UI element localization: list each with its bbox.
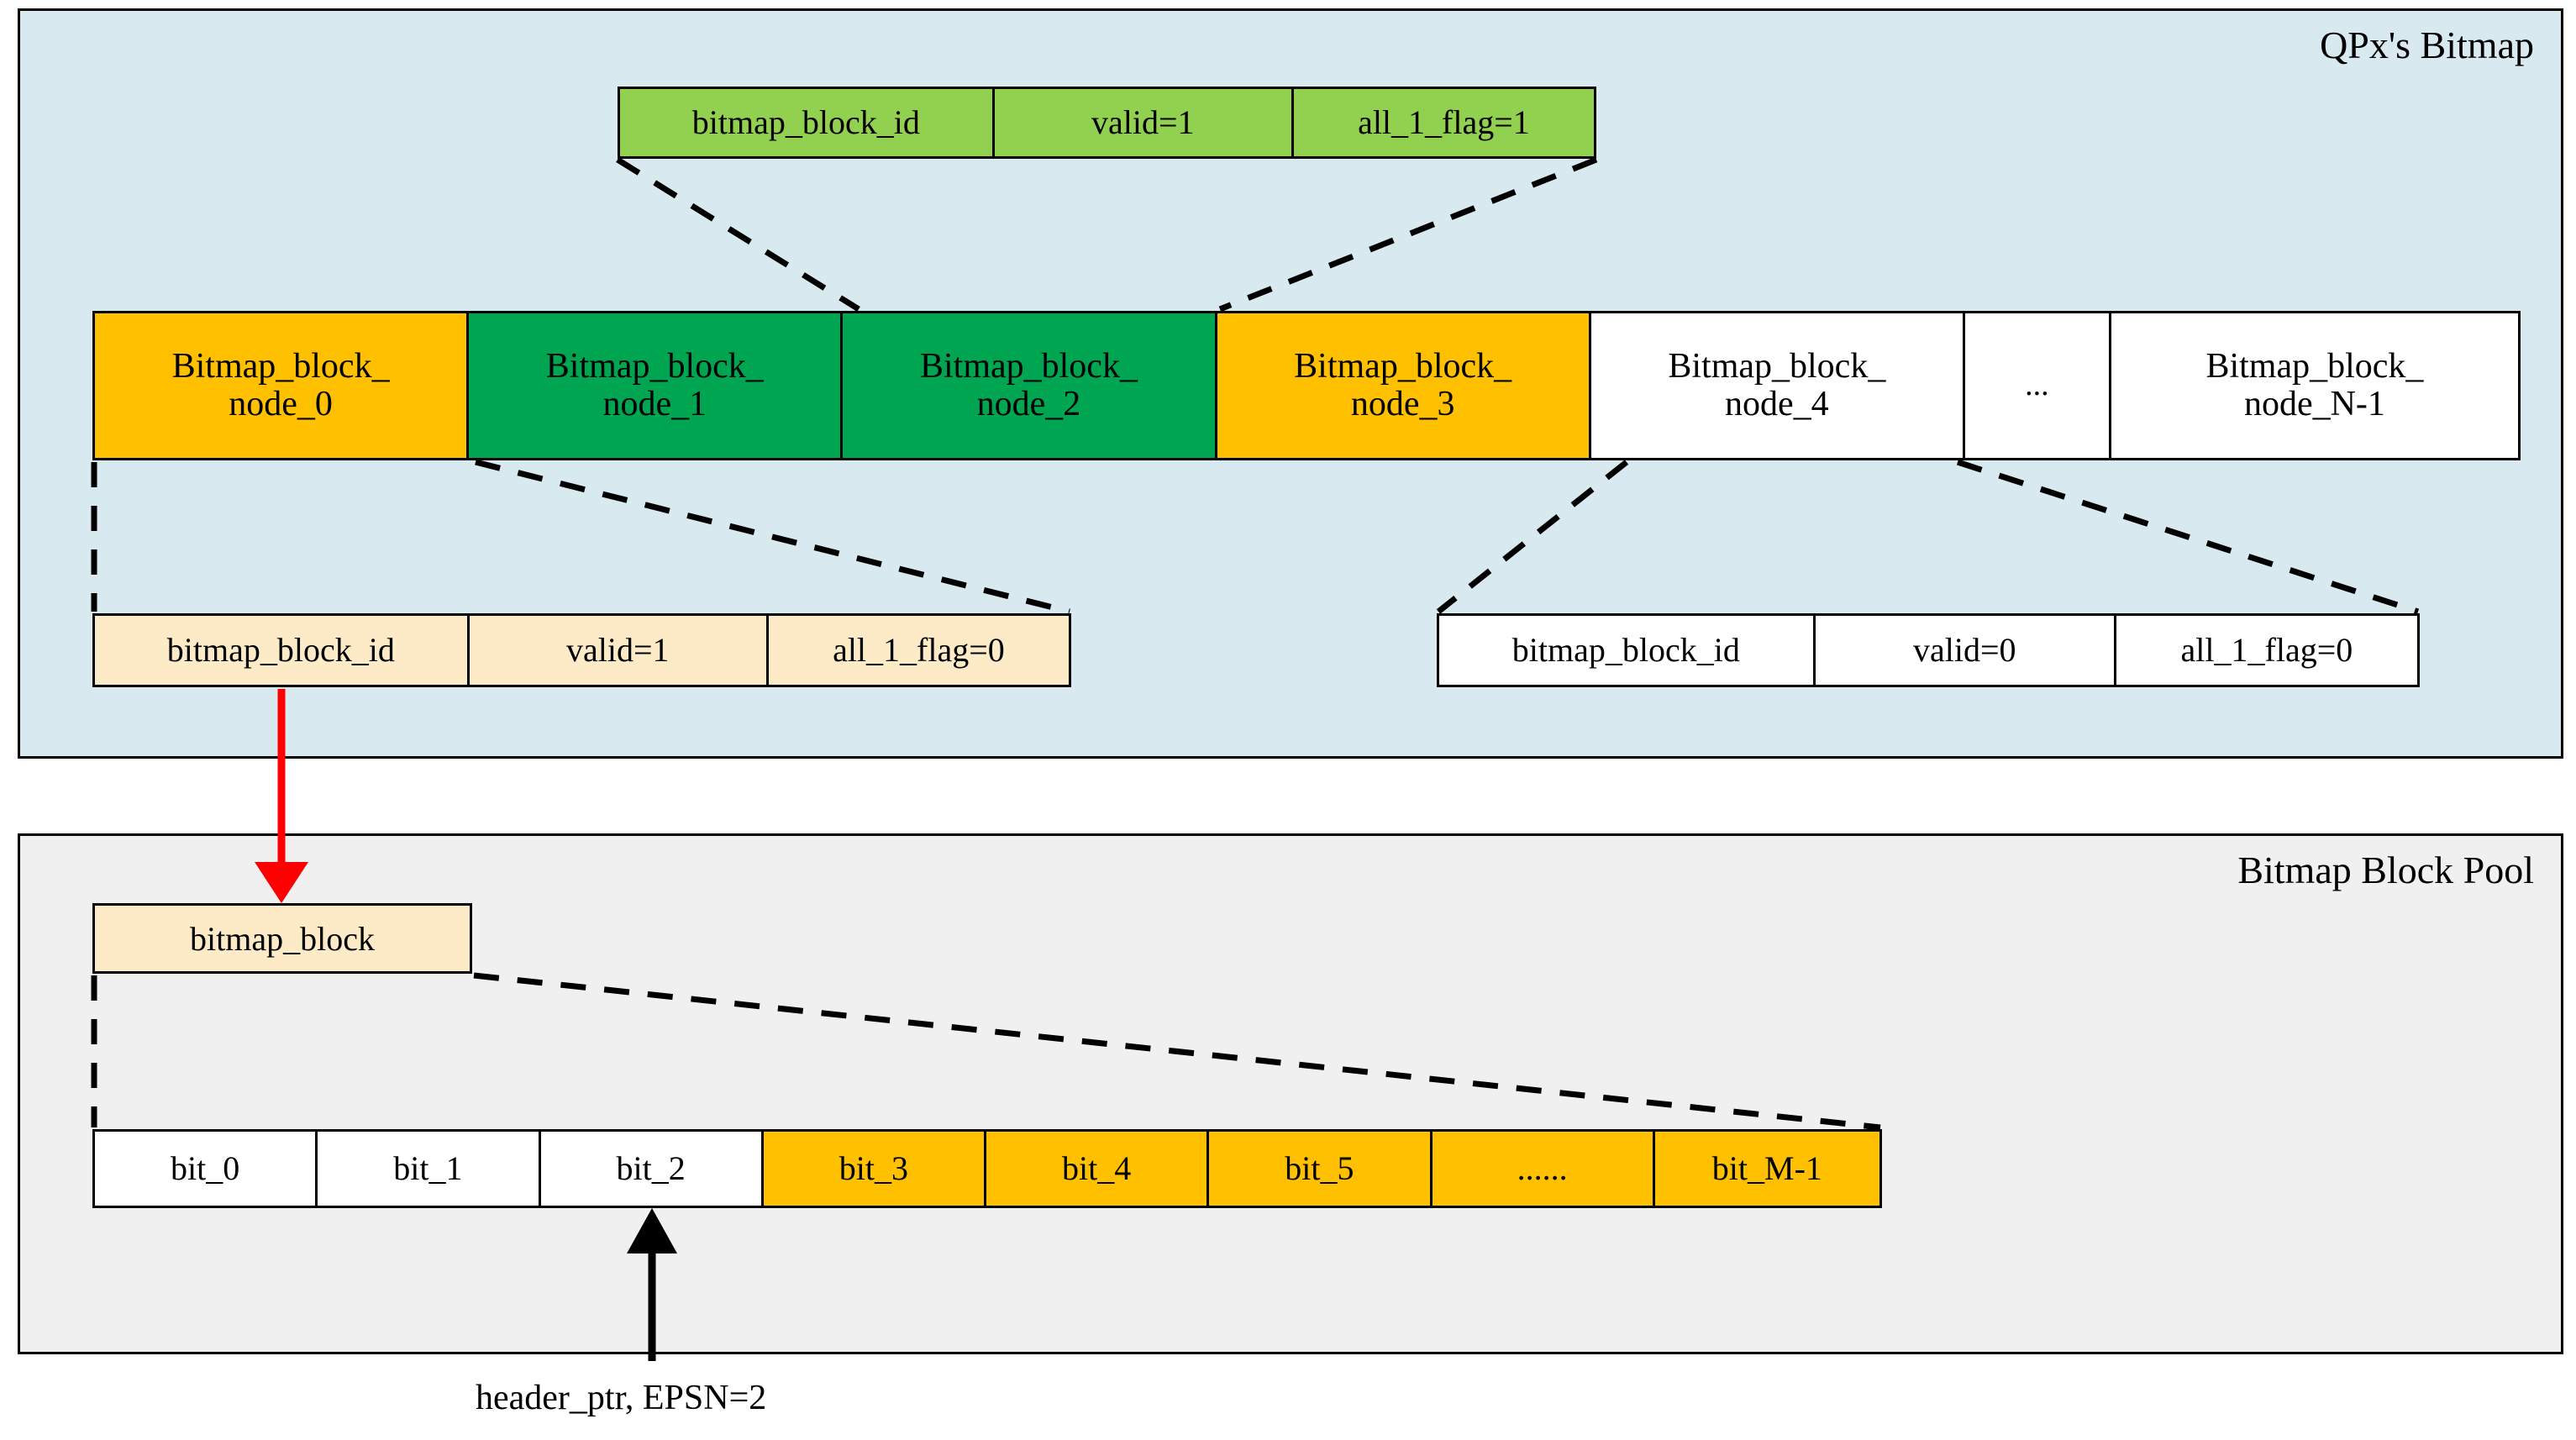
panel-title-qpx-bitmap: QPx's Bitmap (2320, 24, 2534, 66)
record-green-header: bitmap_block_id valid=1 all_1_flag=1 (618, 87, 1596, 159)
record-field-bitmap-block-id: bitmap_block_id (1439, 616, 1816, 685)
bit-cell-5: bit_5 (1209, 1132, 1433, 1206)
bit-cell-m-1: bit_M-1 (1654, 1132, 1879, 1206)
record-field-all-1-flag: all_1_flag=0 (2116, 616, 2417, 685)
bitmap-block-node-0: Bitmap_block_ node_0 (95, 313, 470, 458)
record-field-all-1-flag: all_1_flag=0 (768, 616, 1069, 685)
bit-cell-4: bit_4 (986, 1132, 1210, 1206)
bit-cell-2: bit_2 (540, 1132, 764, 1206)
bit-array: bit_0 bit_1 bit_2 bit_3 bit_4 bit_5 ....… (92, 1129, 1882, 1208)
bitmap-block-node-1: Bitmap_block_ node_1 (469, 313, 844, 458)
bitmap-block-node-n-1: Bitmap_block_ node_N-1 (2111, 313, 2519, 458)
record-field-bitmap-block-id: bitmap_block_id (95, 616, 470, 685)
bit-cell-ellipsis: ...... (1432, 1132, 1655, 1206)
header-ptr-label: header_ptr, EPSN=2 (476, 1379, 767, 1417)
record-field-valid: valid=0 (1815, 616, 2116, 685)
record-field-valid: valid=1 (469, 616, 769, 685)
record-node0-detail: bitmap_block_id valid=1 all_1_flag=0 (92, 613, 1071, 687)
bitmap-block-node-4: Bitmap_block_ node_4 (1590, 313, 1965, 458)
bitmap-block-node-array: Bitmap_block_ node_0 Bitmap_block_ node_… (92, 311, 2521, 460)
bit-cell-1: bit_1 (318, 1132, 541, 1206)
bitmap-block-node-3: Bitmap_block_ node_3 (1217, 313, 1591, 458)
bit-cell-0: bit_0 (95, 1132, 318, 1206)
record-field-bitmap-block-id: bitmap_block_id (620, 89, 995, 156)
bitmap-block-box: bitmap_block (92, 903, 472, 974)
bit-cell-3: bit_3 (763, 1132, 986, 1206)
bitmap-block-node-ellipsis: ... (1964, 313, 2111, 458)
panel-title-bitmap-block-pool: Bitmap Block Pool (2237, 849, 2534, 891)
record-field-valid: valid=1 (994, 89, 1294, 156)
record-node4-detail: bitmap_block_id valid=0 all_1_flag=0 (1437, 613, 2420, 687)
record-field-all-1-flag: all_1_flag=1 (1293, 89, 1594, 156)
bitmap-block-node-2: Bitmap_block_ node_2 (843, 313, 1217, 458)
